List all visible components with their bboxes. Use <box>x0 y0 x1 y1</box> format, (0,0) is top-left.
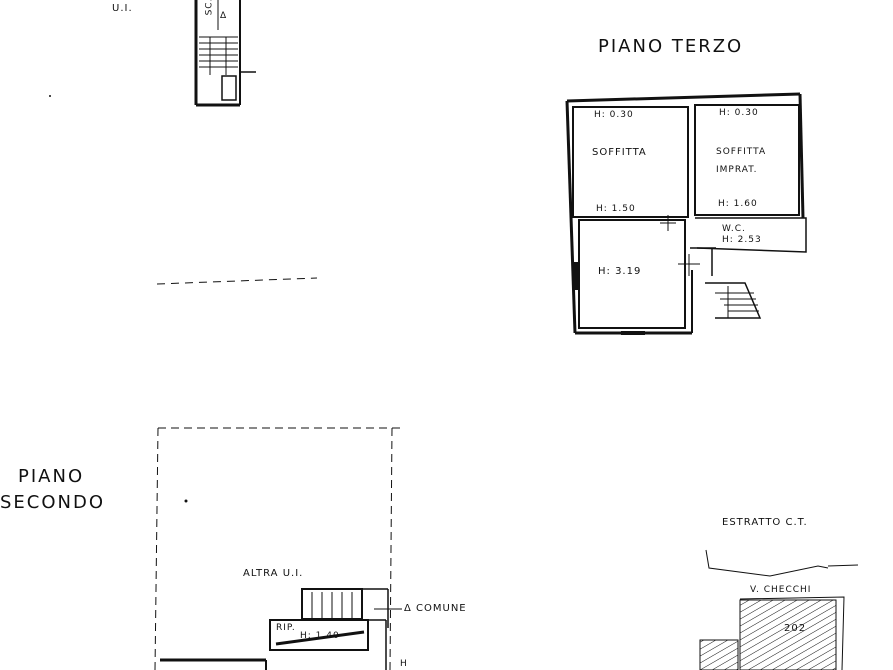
room-name-line2: IMPRAT. <box>716 165 758 175</box>
room-height: H: 3.19 <box>598 266 642 277</box>
room-name: SOFFITTA <box>592 147 647 158</box>
third-floor-plan <box>565 92 807 335</box>
letter-h: H <box>400 659 408 669</box>
top-stair-arrow: Δ <box>220 11 228 21</box>
room-height-top: H: 0.30 <box>594 110 634 120</box>
parcel-number: 202 <box>784 623 807 634</box>
common-label: Δ COMUNE <box>404 603 467 614</box>
top-stair-label: SC. <box>204 0 215 16</box>
wc-name: W.C. <box>722 224 746 234</box>
rip-label: RIP. <box>276 623 296 633</box>
room-height-bottom: H: 1.60 <box>718 199 758 209</box>
cadastral-title: ESTRATTO C.T. <box>722 517 808 528</box>
second-floor-title-line2: SECONDO <box>0 492 106 513</box>
other-unit-label: ALTRA U.I. <box>243 568 304 579</box>
top-unit-label: U.I. <box>112 3 133 14</box>
third-floor-title: PIANO TERZO <box>598 36 744 57</box>
street-label: V. CHECCHI <box>750 585 812 595</box>
top-stair-fragment <box>194 0 256 107</box>
second-floor-plan <box>154 427 402 670</box>
cadastral-extract <box>699 549 859 670</box>
rip-height: H: 1.40 <box>300 631 340 641</box>
wc-height: H: 2.53 <box>722 235 762 245</box>
room-height-bottom: H: 1.50 <box>596 204 636 214</box>
room-name: SOFFITTA <box>716 147 767 157</box>
room-height-top: H: 0.30 <box>719 108 759 118</box>
second-floor-title-line1: PIANO <box>18 466 85 487</box>
speck <box>49 95 51 97</box>
dashed-line <box>156 277 318 285</box>
